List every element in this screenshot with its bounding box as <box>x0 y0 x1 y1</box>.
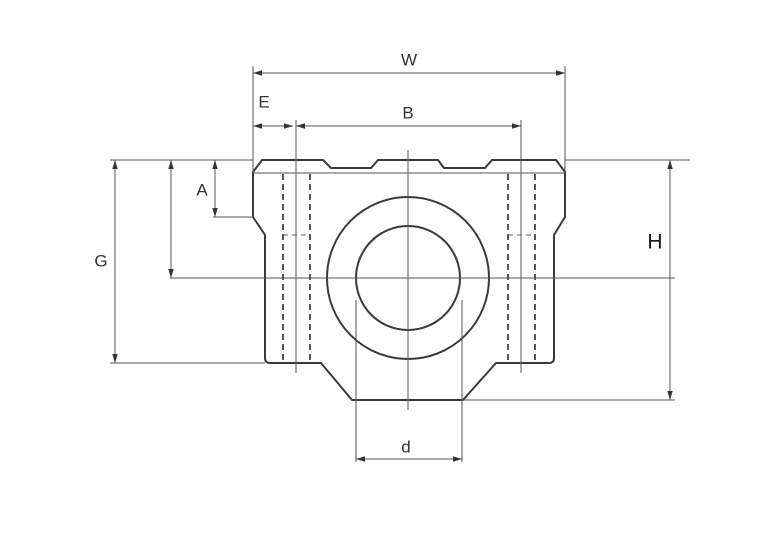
label-W: W <box>400 50 418 70</box>
label-H: H <box>647 230 663 254</box>
label-A: A <box>196 180 208 200</box>
label-E: E <box>258 92 270 112</box>
label-B: B <box>402 103 414 123</box>
label-d: d <box>401 437 411 457</box>
housing-outline <box>252 159 566 401</box>
hidden-bolt-holes <box>282 174 536 362</box>
label-G: G <box>94 251 108 271</box>
extension-lines <box>110 66 690 462</box>
